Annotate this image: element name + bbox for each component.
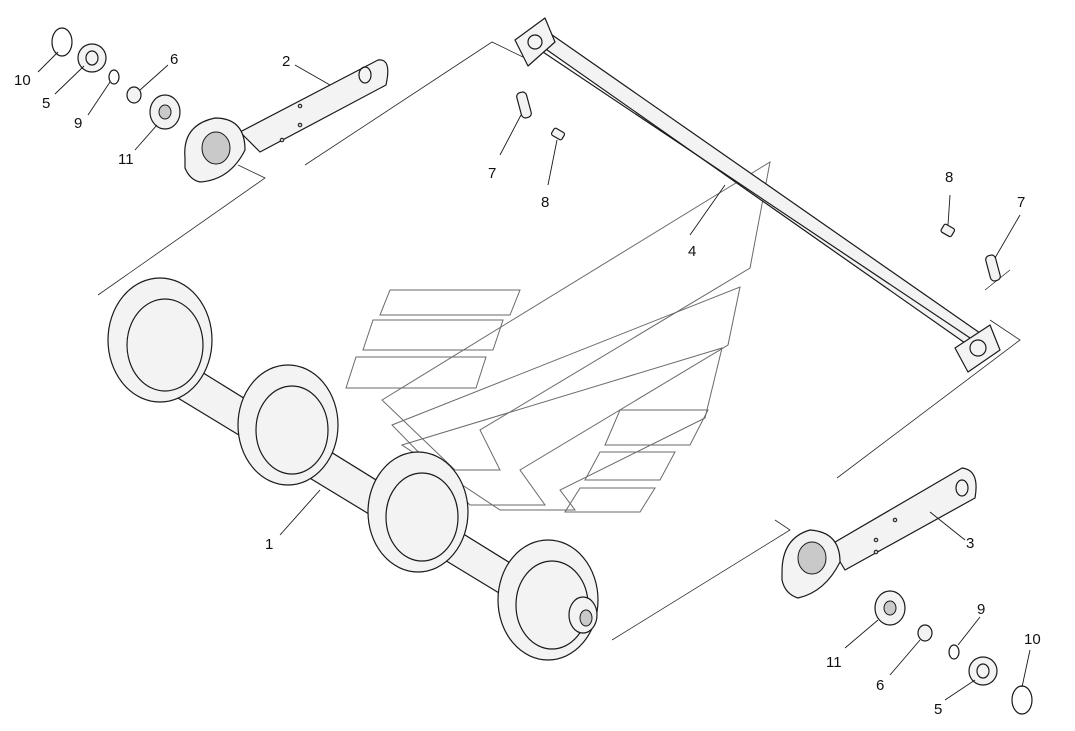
leader-lines <box>37 51 1031 701</box>
callout-11-lower: 11 <box>826 654 842 671</box>
callout-10-lower: 10 <box>1024 631 1041 648</box>
callout-8-right: 8 <box>945 169 953 186</box>
callout-7-right: 7 <box>1017 194 1025 211</box>
callout-11-upper: 11 <box>118 151 134 168</box>
callout-5-lower: 5 <box>934 701 942 718</box>
bracket-and-bolt-top <box>516 91 566 141</box>
callout-10-upper: 10 <box>14 72 31 89</box>
cross-tube-part-4 <box>514 17 1001 373</box>
callout-6-upper: 6 <box>170 51 178 68</box>
callout-6-lower: 6 <box>876 677 884 694</box>
callout-5-upper: 5 <box>42 95 50 112</box>
callout-9-lower: 9 <box>977 601 985 618</box>
bracket-and-bolt-right <box>940 223 1001 282</box>
callout-8-upper: 8 <box>541 194 549 211</box>
callout-3: 3 <box>966 535 974 552</box>
callout-7-upper: 7 <box>488 165 496 182</box>
arm-part-3 <box>781 467 977 599</box>
callout-2: 2 <box>282 53 290 70</box>
arm-part-2 <box>184 59 389 183</box>
small-parts-lower-right <box>874 590 1033 715</box>
small-parts-upper-left <box>51 27 181 130</box>
shaft-part-1 <box>107 277 599 661</box>
callout-1: 1 <box>265 536 273 553</box>
callout-9-upper: 9 <box>74 115 82 132</box>
callout-4: 4 <box>688 243 696 260</box>
watermark-logo <box>345 160 771 513</box>
callout-labels: 10 5 9 6 11 2 7 8 4 8 7 1 3 11 6 9 5 10 <box>14 51 1041 718</box>
